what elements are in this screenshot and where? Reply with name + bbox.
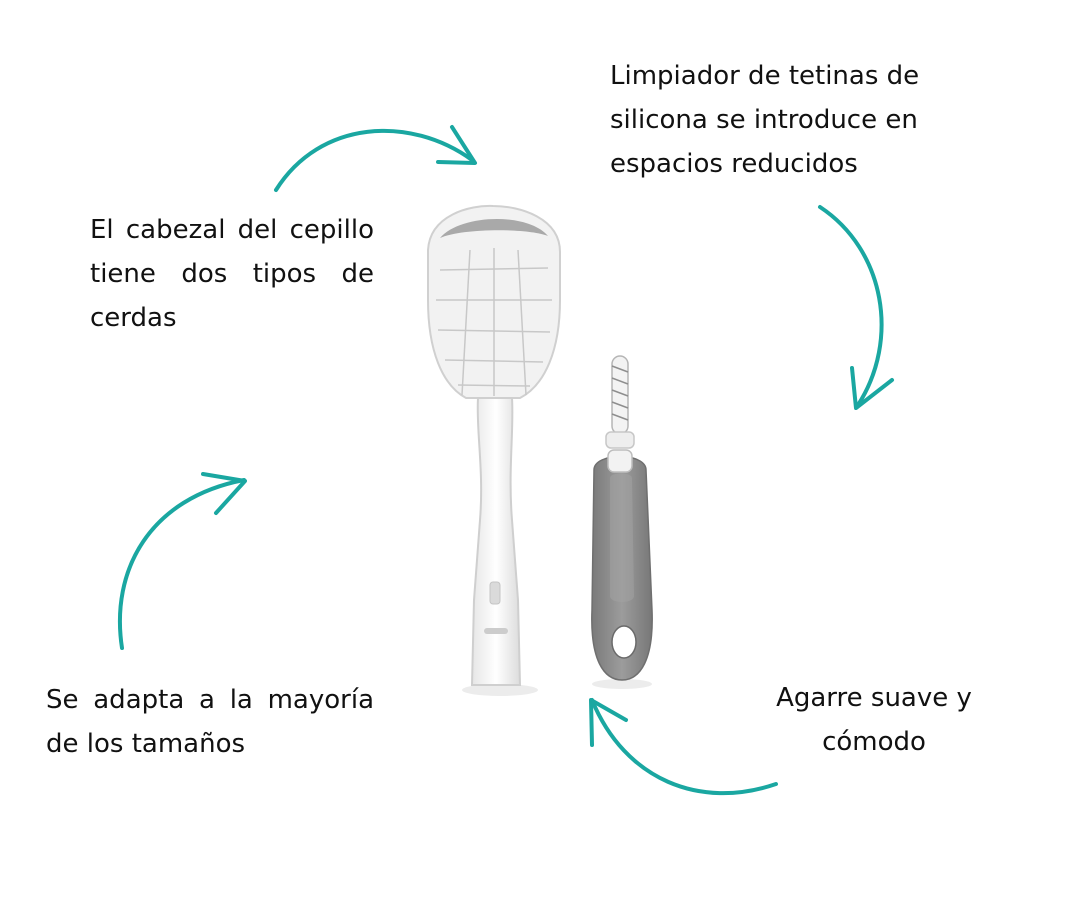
brush-head-icon (427, 204, 561, 399)
bottle-brush (427, 204, 561, 696)
callout-nipple-cleaner: Limpiador de tetinas de silicona se intr… (610, 61, 920, 179)
nipple-cleaner (591, 355, 653, 689)
callout-grip: Agarre suave y cómodo (776, 683, 972, 757)
spiral-brush-icon (605, 355, 635, 449)
callout-fits-sizes: Se adapta a la mayoría de los tamaños (46, 685, 374, 759)
callout-brush-head: El cabezal del cepillo tiene dos tipos d… (90, 215, 374, 333)
